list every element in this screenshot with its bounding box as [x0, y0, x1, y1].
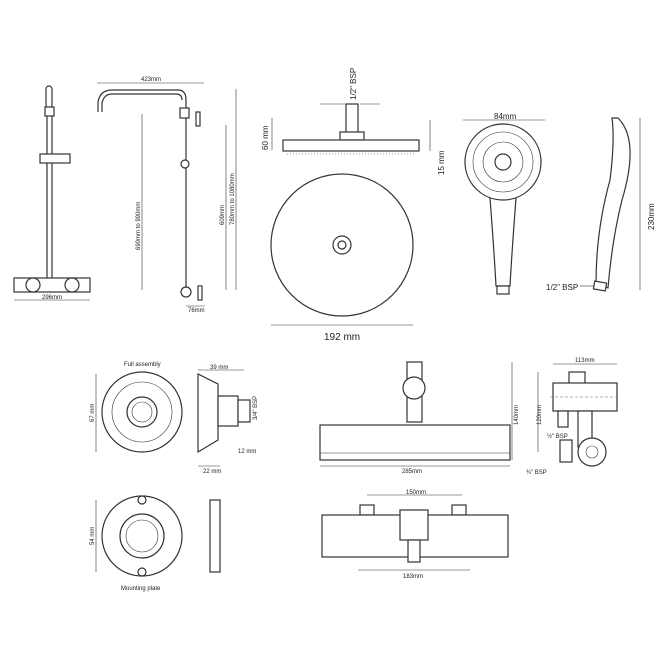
full-assembly-title: Full assembly [124, 362, 161, 368]
rail-width-label: 296mm [42, 295, 62, 301]
rail-kit-side-view: 423mm 690mm to 990mm 609mm 780mm to 1080… [97, 77, 237, 314]
rail-length-label: 609mm [220, 205, 226, 225]
fitting-thread-label: 3/4" BSP [253, 396, 259, 420]
overhead-thickness-label: 15 mm [437, 150, 446, 175]
handset-length-label: 230mm [647, 203, 656, 230]
fitting-thread-length-label: 12 mm [238, 449, 256, 455]
diverter-width-label: 113mm [575, 358, 595, 364]
diverter-inlet-label: ¾" BSP [526, 470, 547, 476]
bracket-offset-label: 76mm [188, 308, 205, 314]
arm-reach-label: 423mm [141, 77, 161, 83]
diverter-height-label: 120mm [537, 405, 543, 425]
fitting-base-depth-label: 22 mm [203, 469, 221, 475]
rail-kit-front-view: 296mm [13, 85, 91, 301]
mounting-plate-title: Mounting plate [121, 586, 161, 592]
valve-centres-label: 150mm [406, 490, 426, 496]
fitting-height-label: 67 mm [90, 404, 96, 422]
valve-height-label: 140mm [514, 405, 520, 425]
handset-front: 84mm [463, 112, 545, 295]
outlet-height-label: 690mm to 990mm [136, 202, 142, 250]
diverter: 113mm 120mm ½" BSP ¾" BSP [526, 358, 620, 476]
overhead-inlet-label: 1/2" BSP [349, 68, 358, 100]
overhead-diameter-label: 192 mm [324, 332, 360, 343]
diverter-outlet-label: ½" BSP [547, 433, 568, 440]
fitting-depth-label: 39 mm [210, 365, 228, 371]
valve-width-label: 285mm [402, 469, 422, 475]
handset-width-label: 84mm [494, 112, 517, 121]
handset-side: 230mm 1/2" BSP [546, 117, 656, 292]
plate-height-label: 54 mm [90, 527, 96, 545]
total-height-label: 780mm to 1080mm [230, 173, 236, 225]
overhead-height-label: 60 mm [261, 125, 270, 150]
wall-fitting: Full assembly 67 mm 39 mm 3/4" BSP 22 mm… [90, 362, 259, 592]
overhead-shower: 1/2" BSP 60 mm 15 mm 192 mm [261, 68, 446, 343]
handset-inlet-label: 1/2" BSP [546, 283, 578, 292]
thermostatic-valve: 140mm 285mm 150mm 183mm [319, 361, 520, 580]
valve-body-width-label: 183mm [403, 574, 423, 580]
